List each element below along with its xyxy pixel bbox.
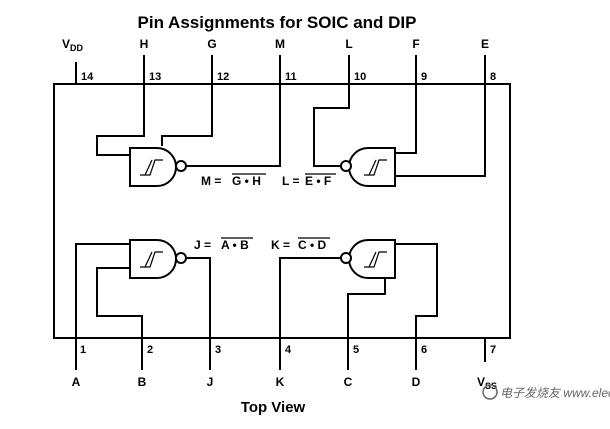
equation-l: L = E • F [282,173,336,188]
pin-2-number: 2 [147,344,153,356]
svg-text:M =: M = [201,174,221,188]
top-pin-stubs [75,55,486,84]
pin-6-number: 6 [421,344,427,356]
pin-3-label: J [207,375,214,389]
watermark-logo-icon [482,384,498,400]
pin-9-label: F [412,37,419,51]
pin-11-number: 11 [285,71,297,83]
pin-7-label: VSS [477,375,497,391]
svg-text:电子发烧友 www.elecfans.com: 电子发烧友 www.elecfans.com [500,386,610,400]
svg-text:G • H: G • H [232,174,261,188]
svg-text:J =: J = [194,238,211,252]
pin-4-label: K [276,375,285,389]
nand-gate-m [96,84,281,187]
pin-10-label: L [345,37,352,51]
watermark: 电子发烧友 www.elecfans.com [482,384,610,400]
pin-1-label: A [72,375,81,389]
pin-8-number: 8 [490,71,496,83]
package-outline [53,83,511,339]
svg-text:K =: K = [271,238,290,252]
pin-6-label: D [412,375,421,389]
svg-text:A • B: A • B [221,238,249,252]
svg-text:E • F: E • F [305,174,331,188]
nand-gate-l [313,84,486,187]
svg-text:L =: L = [282,174,299,188]
pin-9-number: 9 [421,71,427,83]
pin-13-label: H [140,37,149,51]
pin-14-label: VDD [62,37,84,53]
pin-5-label: C [344,375,353,389]
pin-4-number: 4 [285,344,292,356]
pin-1-number: 1 [80,344,86,356]
pin-12-label: G [207,37,216,51]
equation-j: J = A • B [194,237,253,252]
nand-gate-k [279,239,438,338]
pin-3-number: 3 [215,344,221,356]
view-caption: Top View [241,399,306,416]
diagram-title: Pin Assignments for SOIC and DIP [138,13,417,32]
equation-k: K = C • D [271,237,330,252]
pin-10-number: 10 [354,71,366,83]
pin-8-label: E [481,37,489,51]
nand-gate-j [75,239,211,338]
pin-14-number: 14 [81,71,94,83]
pin-12-number: 12 [217,71,229,83]
bottom-pin-stubs [75,338,486,370]
svg-text:C • D: C • D [298,238,327,252]
pin-2-label: B [138,375,147,389]
pin-7-number: 7 [490,344,496,356]
pin-11-label: M [275,37,285,51]
equation-m: M = G • H [201,173,266,188]
pin-13-number: 13 [149,71,161,83]
pin-5-number: 5 [353,344,359,356]
